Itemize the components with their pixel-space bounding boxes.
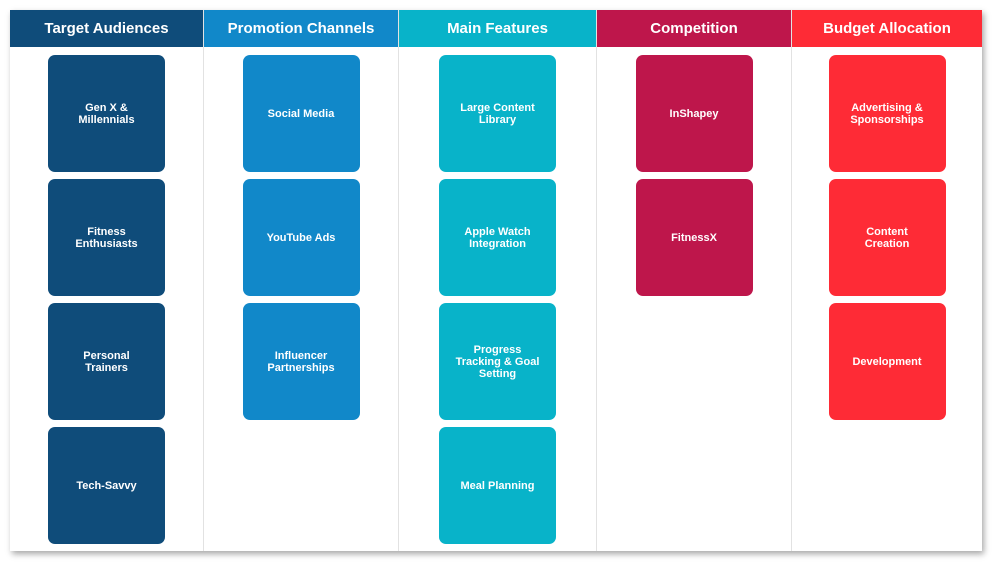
cards-main-features: Large Content Library Apple Watch Integr… [399,47,596,551]
cards-budget-allocation: Advertising & Sponsorships Content Creat… [792,47,982,427]
card-fitness-enthusiasts[interactable]: Fitness Enthusiasts [48,179,165,296]
column-promotion-channels: Promotion Channels Social Media YouTube … [204,10,399,551]
column-main-features: Main Features Large Content Library Appl… [399,10,597,551]
column-competition: Competition InShapey FitnessX [597,10,792,551]
column-header-target-audiences: Target Audiences [10,10,203,47]
column-header-competition: Competition [597,10,791,47]
board: Target Audiences Gen X & Millennials Fit… [10,10,982,551]
column-header-promotion-channels: Promotion Channels [204,10,398,47]
cards-target-audiences: Gen X & Millennials Fitness Enthusiasts … [10,47,203,551]
card-progress-tracking-goal-setting[interactable]: Progress Tracking & Goal Setting [439,303,556,420]
card-gen-x-millennials[interactable]: Gen X & Millennials [48,55,165,172]
column-budget-allocation: Budget Allocation Advertising & Sponsors… [792,10,982,551]
card-influencer-partnerships[interactable]: Influencer Partnerships [242,303,360,420]
card-large-content-library[interactable]: Large Content Library [439,55,556,172]
card-youtube-ads[interactable]: YouTube Ads [242,179,360,296]
card-social-media[interactable]: Social Media [242,55,360,172]
card-advertising-sponsorships[interactable]: Advertising & Sponsorships [828,55,946,172]
card-development[interactable]: Development [828,303,946,420]
card-meal-planning[interactable]: Meal Planning [439,427,556,544]
card-content-creation[interactable]: Content Creation [828,179,946,296]
card-tech-savvy[interactable]: Tech-Savvy [48,427,165,544]
card-apple-watch-integration[interactable]: Apple Watch Integration [439,179,556,296]
card-fitnessx[interactable]: FitnessX [635,179,753,296]
column-header-main-features: Main Features [399,10,596,47]
cards-promotion-channels: Social Media YouTube Ads Influencer Part… [204,47,398,427]
cards-competition: InShapey FitnessX [597,47,791,303]
card-inshapey[interactable]: InShapey [635,55,753,172]
column-target-audiences: Target Audiences Gen X & Millennials Fit… [10,10,204,551]
card-personal-trainers[interactable]: Personal Trainers [48,303,165,420]
column-header-budget-allocation: Budget Allocation [792,10,982,47]
